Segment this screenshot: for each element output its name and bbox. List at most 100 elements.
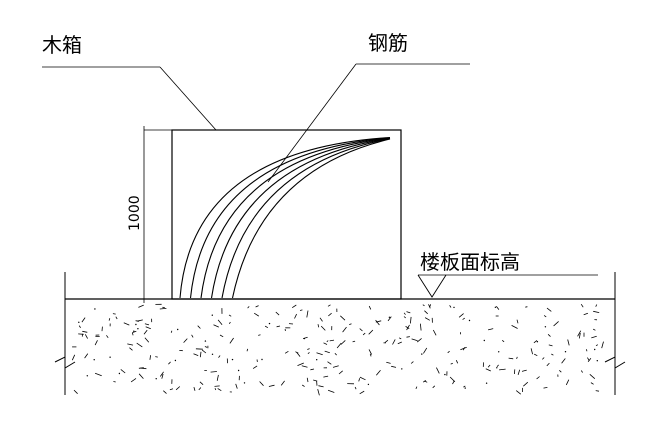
concrete-speck [516, 319, 519, 324]
concrete-speck [336, 342, 342, 349]
concrete-speck [144, 323, 150, 326]
concrete-speck [516, 356, 518, 360]
wood-box-leader-diagonal [159, 66, 217, 131]
concrete-dot [204, 340, 207, 342]
concrete-speck [403, 316, 406, 319]
concrete-speck [130, 378, 137, 383]
concrete-dot [544, 326, 547, 328]
concrete-speck [358, 378, 361, 382]
concrete-speck [168, 361, 171, 365]
concrete-speck [511, 325, 518, 329]
concrete-speck [219, 334, 224, 338]
concrete-speck [499, 368, 506, 371]
concrete-speck [428, 304, 431, 309]
concrete-speck [362, 332, 366, 336]
concrete-speck [214, 385, 220, 387]
concrete-speck [487, 364, 491, 368]
wood-box [171, 129, 402, 300]
concrete-speck [198, 387, 202, 391]
concrete-speck [228, 321, 231, 325]
concrete-dot [137, 328, 139, 330]
concrete-speck [587, 358, 592, 363]
concrete-speck [326, 340, 329, 343]
concrete-dot [483, 339, 485, 342]
wood-box-leader: 木箱 [42, 33, 217, 131]
concrete-dot [243, 382, 246, 384]
concrete-speck [525, 306, 528, 308]
concrete-speck [352, 340, 356, 343]
concrete-speck [175, 386, 181, 391]
concrete-speck [317, 388, 320, 396]
concrete-speck [460, 346, 467, 351]
concrete-speck [252, 365, 258, 369]
concrete-dot [133, 330, 135, 332]
concrete-speck [291, 304, 297, 309]
concrete-speck [354, 386, 357, 390]
concrete-dot [118, 372, 121, 375]
concrete-speck [329, 339, 335, 342]
concrete-speck [338, 370, 343, 375]
concrete-speck [193, 353, 199, 356]
concrete-speck [299, 309, 303, 311]
concrete-speck [108, 318, 111, 321]
concrete-speck [123, 322, 130, 326]
concrete-speck [590, 382, 594, 385]
concrete-speck [275, 311, 280, 316]
concrete-speck [416, 338, 422, 343]
concrete-speck [422, 304, 425, 307]
concrete-dot [211, 314, 213, 316]
concrete-speck [310, 368, 315, 371]
concrete-speck [258, 334, 261, 336]
concrete-speck [159, 308, 167, 310]
concrete-speck [268, 384, 275, 387]
concrete-dot [536, 341, 539, 343]
concrete-speck [145, 326, 151, 330]
rebar-curve [189, 137, 391, 299]
concrete-speck [217, 388, 222, 392]
concrete-dot [231, 358, 234, 361]
floor-elevation-label: 楼板面标高 [420, 250, 520, 274]
concrete-speck [204, 346, 208, 348]
concrete-speck [324, 350, 330, 354]
concrete-speck [284, 350, 289, 354]
concrete-speck [385, 339, 389, 343]
concrete-speck [593, 328, 596, 331]
concrete-speck [136, 319, 143, 322]
concrete-speck [432, 329, 437, 336]
concrete-speck [398, 337, 402, 340]
left-break-symbol [54, 356, 76, 369]
concrete-speck [403, 312, 406, 315]
concrete-speck [397, 341, 402, 345]
concrete-speck [136, 342, 143, 348]
concrete-dot [237, 369, 240, 372]
concrete-speck [517, 369, 521, 376]
concrete-speck [375, 319, 380, 326]
concrete-speck [294, 313, 297, 319]
concrete-speck [543, 387, 548, 389]
concrete-speck [155, 356, 158, 358]
concrete-speck [115, 316, 118, 320]
concrete-speck [534, 353, 538, 357]
concrete-speck [349, 323, 352, 325]
concrete-dot [444, 373, 446, 376]
concrete-speck [593, 310, 600, 313]
concrete-speck [565, 379, 570, 386]
concrete-texture [71, 303, 604, 396]
concrete-speck [580, 370, 583, 373]
concrete-speck [406, 336, 410, 338]
concrete-speck [406, 311, 411, 314]
concrete-speck [197, 325, 201, 329]
concrete-speck [496, 364, 499, 368]
concrete-speck [327, 361, 332, 365]
concrete-speck [536, 376, 540, 380]
concrete-speck [359, 328, 363, 332]
rebar-group [179, 136, 391, 299]
concrete-dot [261, 358, 263, 361]
concrete-dot [78, 321, 80, 323]
concrete-speck [218, 355, 221, 358]
concrete-speck [359, 390, 365, 395]
concrete-speck [73, 389, 78, 394]
rebar-curve [179, 136, 391, 299]
concrete-speck [78, 325, 81, 329]
